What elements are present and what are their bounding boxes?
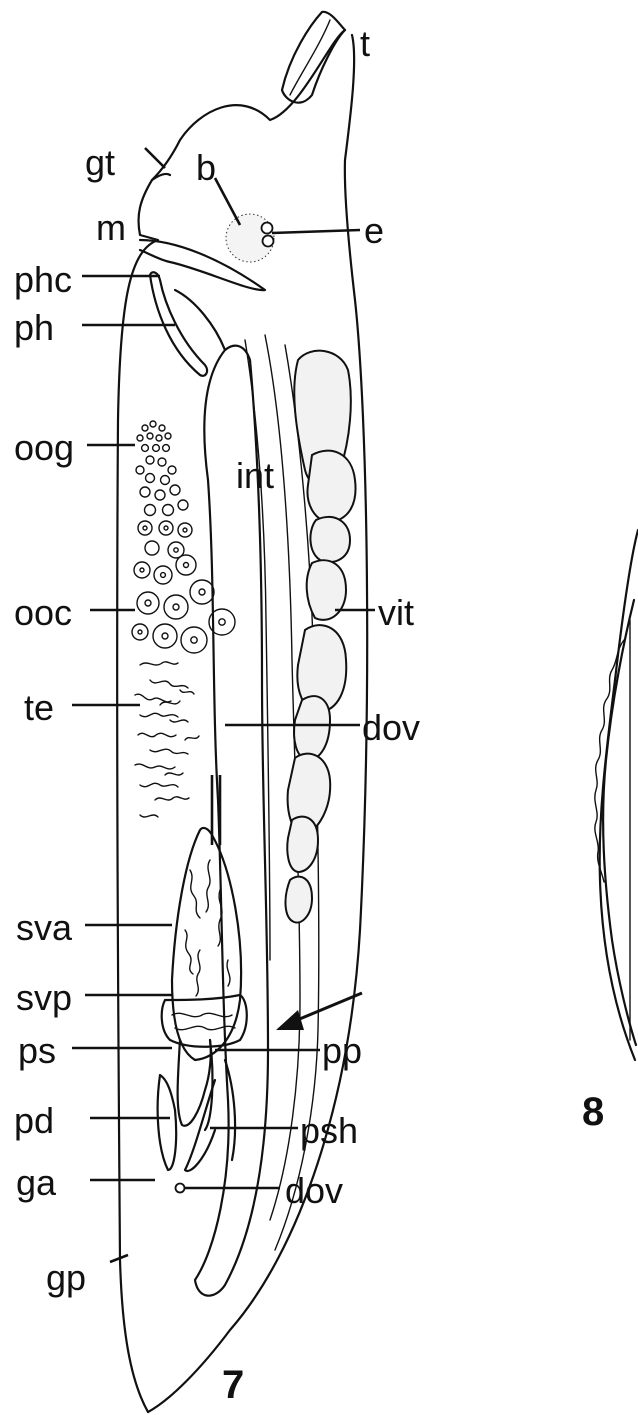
label-ooc: ooc <box>14 592 72 633</box>
label-psh: psh <box>300 1110 358 1151</box>
label-sva: sva <box>16 907 73 948</box>
copulatory-apparatus <box>158 828 247 1171</box>
vas-deferens <box>212 775 220 845</box>
label-pp: pp <box>322 1030 362 1071</box>
label-m: m <box>96 207 126 248</box>
testis <box>135 662 199 817</box>
label-int: int <box>236 455 274 496</box>
female-duct-opening <box>176 1184 185 1193</box>
label-dov-lower: dov <box>285 1170 343 1211</box>
label-oog: oog <box>14 427 74 468</box>
figure-8-number: 8 <box>582 1090 604 1134</box>
label-dov-upper: dov <box>362 707 420 748</box>
label-t: t <box>360 23 370 64</box>
label-e: e <box>364 210 384 251</box>
label-ps: ps <box>18 1030 56 1071</box>
label-ga: ga <box>16 1162 57 1203</box>
vitellaria <box>285 351 355 923</box>
figure-8-drawing <box>595 530 638 1060</box>
label-te: te <box>24 687 54 728</box>
label-vit: vit <box>378 592 414 633</box>
label-phc: phc <box>14 259 72 300</box>
label-pd: pd <box>14 1100 54 1141</box>
ovary-oocytes <box>132 521 235 653</box>
label-b: b <box>196 147 216 188</box>
labels: t gt b e m phc ph oog int ooc vit te dov… <box>14 23 420 1298</box>
figure-7-number: 7 <box>222 1363 244 1407</box>
label-gp: gp <box>46 1257 86 1298</box>
ovary-oogonia <box>136 421 188 516</box>
label-svp: svp <box>16 977 72 1018</box>
label-gt: gt <box>85 142 115 183</box>
label-ph: ph <box>14 307 54 348</box>
